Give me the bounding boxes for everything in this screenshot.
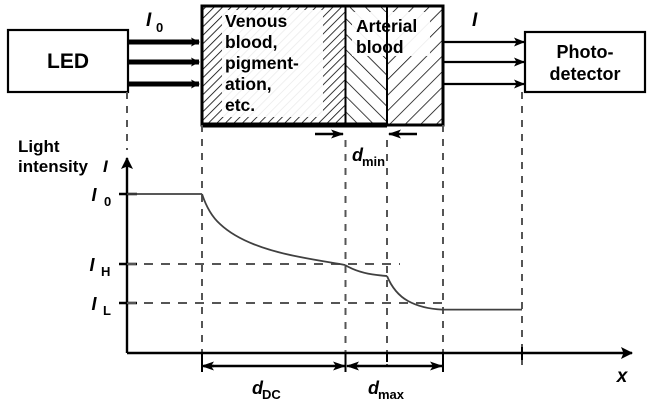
d-max-subscript: max bbox=[378, 387, 405, 401]
y-tick-labels: I 0 I H I L bbox=[89, 185, 111, 318]
y-axis-title-symbol: I bbox=[103, 157, 109, 176]
photodetector-label-line1: Photo- bbox=[557, 42, 614, 62]
y-tick-label-2-sub: L bbox=[103, 303, 111, 318]
venous-line-2: blood, bbox=[225, 32, 277, 52]
incident-intensity-label: I 0 bbox=[146, 10, 163, 35]
x-axis-label: x bbox=[616, 366, 629, 387]
venous-line-3: pigment- bbox=[225, 53, 299, 73]
arterial-line-2: blood bbox=[356, 37, 404, 57]
d-dc-dimension: d DC bbox=[201, 353, 346, 401]
d-min-symbol: d bbox=[352, 145, 364, 165]
venous-line-1: Venous bbox=[225, 11, 288, 31]
venous-line-5: etc. bbox=[225, 95, 255, 115]
d-min-dimension: d min bbox=[315, 129, 417, 169]
y-axis-title-line2: intensity bbox=[18, 157, 88, 176]
plot-axes bbox=[121, 157, 633, 359]
d-dc-subscript: DC bbox=[262, 387, 281, 401]
venous-blood-label: Venous blood, pigment- ation, etc. bbox=[225, 11, 299, 115]
incident-beams bbox=[128, 37, 200, 89]
incident-intensity-symbol: I bbox=[146, 10, 152, 31]
led-block: LED bbox=[6, 28, 130, 94]
y-axis-title: Light intensity I bbox=[18, 137, 109, 176]
venous-line-4: ation, bbox=[225, 74, 272, 94]
arterial-blood-region bbox=[346, 6, 443, 125]
venous-blood-region bbox=[202, 6, 345, 125]
intensity-gridlines bbox=[127, 263, 450, 304]
d-max-symbol: d bbox=[368, 378, 380, 398]
d-min-subscript: min bbox=[362, 154, 385, 169]
projection-lines bbox=[126, 92, 523, 366]
y-tick-label-1-base: I bbox=[89, 255, 95, 275]
d-dc-symbol: d bbox=[252, 378, 264, 398]
y-axis-title-line1: Light bbox=[18, 137, 60, 156]
intensity-curve bbox=[127, 193, 522, 311]
photodetector-block: Photo- detector bbox=[523, 30, 647, 94]
incident-intensity-subscript: 0 bbox=[156, 20, 163, 35]
photodetector-label-line2: detector bbox=[549, 64, 620, 84]
y-tick-label-1-sub: H bbox=[101, 264, 110, 279]
y-tick-label-0-sub: 0 bbox=[104, 194, 111, 209]
transmitted-beams bbox=[443, 37, 525, 89]
d-max-dimension: d max bbox=[344, 347, 523, 401]
y-tick-label-2-base: I bbox=[91, 294, 97, 314]
y-tick-label-0-base: I bbox=[91, 185, 97, 205]
transmitted-intensity-label: I bbox=[472, 10, 478, 31]
led-label: LED bbox=[47, 50, 89, 73]
